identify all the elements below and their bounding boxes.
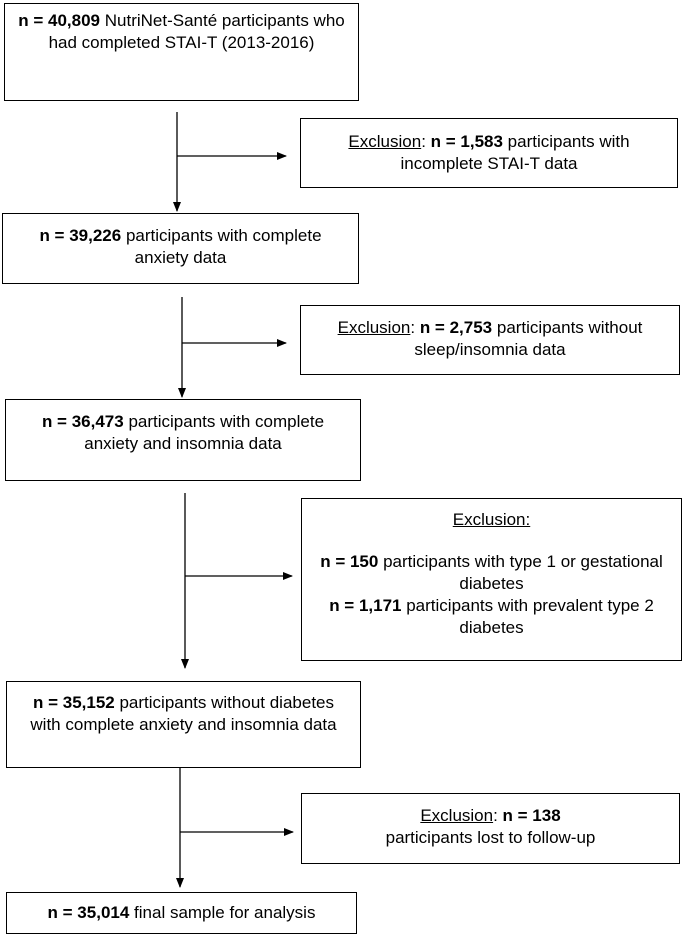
count: n = 35,152 bbox=[32, 693, 115, 712]
exclusion-3-line-1: n = 150 participants with type 1 or gest… bbox=[320, 552, 663, 593]
box-exclusion-lost-follow-up: Exclusion: n = 138 participants lost to … bbox=[301, 793, 680, 864]
exclusion-4-line-1: Exclusion: n = 138 bbox=[420, 806, 561, 825]
count: n = 2,753 bbox=[419, 318, 493, 337]
box-4-text: n = 35,152 participants without diabetes… bbox=[30, 693, 337, 734]
count: n = 150 bbox=[320, 552, 379, 571]
exclusion-2-text: Exclusion: n = 2,753 participants withou… bbox=[337, 318, 643, 359]
exclusion-label: Exclusion bbox=[348, 132, 422, 151]
box-initial-text: n = 40,809 NutriNet-Santé participants w… bbox=[18, 11, 345, 52]
box-without-diabetes: n = 35,152 participants without diabetes… bbox=[6, 681, 361, 768]
exclusion-label: Exclusion bbox=[420, 806, 494, 825]
box-2-text: n = 39,226 participants with complete an… bbox=[39, 226, 322, 267]
count: n = 39,226 bbox=[39, 226, 122, 245]
box-initial-participants: n = 40,809 NutriNet-Santé participants w… bbox=[4, 3, 359, 101]
count: n = 35,014 bbox=[47, 903, 130, 922]
box-final-sample: n = 35,014 final sample for analysis bbox=[6, 892, 357, 934]
count: n = 36,473 bbox=[41, 412, 124, 431]
exclusion-label: Exclusion: bbox=[452, 510, 531, 529]
count: n = 138 bbox=[502, 806, 561, 825]
box-complete-anxiety: n = 39,226 participants with complete an… bbox=[2, 213, 359, 284]
exclusion-3-line-2: n = 1,171 participants with prevalent ty… bbox=[329, 596, 654, 637]
box-5-text: n = 35,014 final sample for analysis bbox=[47, 903, 316, 922]
exclusion-label: Exclusion bbox=[337, 318, 411, 337]
exclusion-4-line-2: participants lost to follow-up bbox=[385, 828, 596, 847]
count: n = 1,171 bbox=[329, 596, 402, 615]
box-exclusion-incomplete-stai: Exclusion: n = 1,583 participants with i… bbox=[300, 118, 678, 188]
count: n = 40,809 bbox=[18, 11, 101, 30]
box-exclusion-no-sleep-data: Exclusion: n = 2,753 participants withou… bbox=[300, 305, 680, 375]
exclusion-1-text: Exclusion: n = 1,583 participants with i… bbox=[348, 132, 630, 173]
count: n = 1,583 bbox=[430, 132, 503, 151]
box-exclusion-diabetes: Exclusion: n = 150 participants with typ… bbox=[301, 498, 682, 661]
box-complete-anxiety-insomnia: n = 36,473 participants with complete an… bbox=[5, 399, 361, 481]
box-3-text: n = 36,473 participants with complete an… bbox=[41, 412, 325, 453]
